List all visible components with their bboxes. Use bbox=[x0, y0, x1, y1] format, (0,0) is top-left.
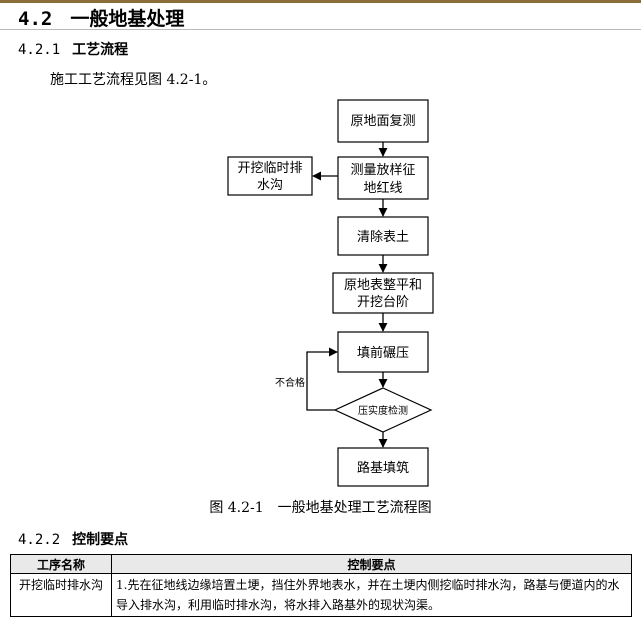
heading-rule bbox=[0, 29, 641, 30]
flow-text-staking-line2: 地红线 bbox=[363, 180, 402, 196]
flow-text-topsoil: 清除表土 bbox=[357, 230, 409, 245]
process-flowchart: 原地面复测 测量放样征 地红线 开挖临时排 水沟 清除表土 原地表整平和 开挖台… bbox=[227, 99, 434, 487]
table-header-name: 工序名称 bbox=[10, 554, 112, 574]
flow-box-resurvey bbox=[337, 99, 429, 143]
flow-text-check: 压实度检测 bbox=[358, 404, 408, 417]
subsection-heading-2: 4.2.2 控制要点 bbox=[18, 529, 128, 549]
table-header-points: 控制要点 bbox=[111, 554, 632, 574]
flow-text-resurvey: 原地面复测 bbox=[350, 114, 415, 129]
section-number: 4.2 bbox=[18, 8, 53, 30]
flow-text-staking-line1: 测量放样征 bbox=[350, 163, 415, 178]
flow-text-compaction: 填前碾压 bbox=[357, 345, 409, 361]
section-heading: 4.2 一般地基处理 bbox=[18, 4, 184, 31]
subsection-heading-1: 4.2.1 工艺流程 bbox=[18, 39, 128, 59]
flow-arrow-retry bbox=[306, 347, 338, 411]
flow-text-drainage-line2: 水沟 bbox=[257, 178, 283, 193]
intro-paragraph: 施工工艺流程见图 4.2-1。 bbox=[50, 72, 217, 88]
table-header-row: 工序名称 控制要点 bbox=[10, 554, 632, 574]
control-points-table: 工序名称 控制要点 开挖临时排水沟 1.先在征地线边缘培置土埂，挡住外界地表水，… bbox=[10, 554, 632, 617]
flow-text-drainage-line1: 开挖临时排 bbox=[237, 161, 302, 176]
flow-fail-label: 不合格 bbox=[275, 376, 305, 389]
subsection-number-2: 4.2.2 bbox=[18, 532, 61, 548]
subsection-number-1: 4.2.1 bbox=[18, 42, 61, 58]
flow-box-drainage bbox=[227, 156, 313, 196]
subsection-title-2: 控制要点 bbox=[72, 532, 129, 548]
flow-text-leveling-line2: 开挖台阶 bbox=[357, 295, 409, 310]
table-cell-process: 开挖临时排水沟 bbox=[10, 573, 112, 617]
top-border bbox=[0, 0, 641, 3]
table-row: 开挖临时排水沟 1.先在征地线边缘培置土埂，挡住外界地表水，并在土埂内侧挖临时排… bbox=[10, 573, 632, 617]
flow-box-compaction bbox=[337, 331, 429, 373]
flow-text-leveling-line1: 原地表整平和 bbox=[344, 278, 422, 293]
flow-text-filling: 路基填筑 bbox=[357, 460, 409, 476]
subsection-title-1: 工艺流程 bbox=[72, 42, 129, 58]
section-title: 一般地基处理 bbox=[70, 8, 185, 30]
table-cell-content: 1.先在征地线边缘培置土埂，挡住外界地表水，并在土埂内侧挖临时排水沟，路基与便道… bbox=[111, 573, 632, 617]
flow-box-filling bbox=[337, 447, 429, 487]
figure-caption: 图 4.2-1 一般地基处理工艺流程图 bbox=[209, 500, 432, 516]
